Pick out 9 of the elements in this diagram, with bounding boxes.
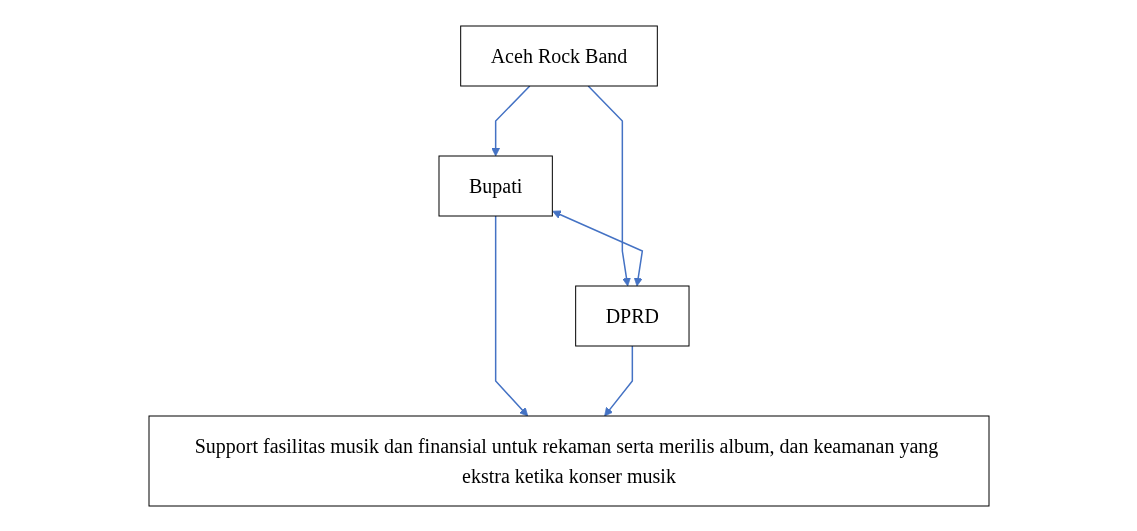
node-box: Bupati (438, 155, 553, 216)
arrow (551, 209, 643, 286)
node-box: Aceh Rock Band (459, 25, 658, 86)
arrow (494, 214, 528, 416)
arrow (587, 84, 631, 286)
node-box: DPRD (574, 285, 689, 346)
node-box: Support fasilitas musik dan finansial untuk rekaman serta merilis album, dan keamanan yang ekstra ketika konser musik (148, 415, 989, 506)
arrow (603, 344, 633, 416)
arrow (490, 84, 530, 156)
